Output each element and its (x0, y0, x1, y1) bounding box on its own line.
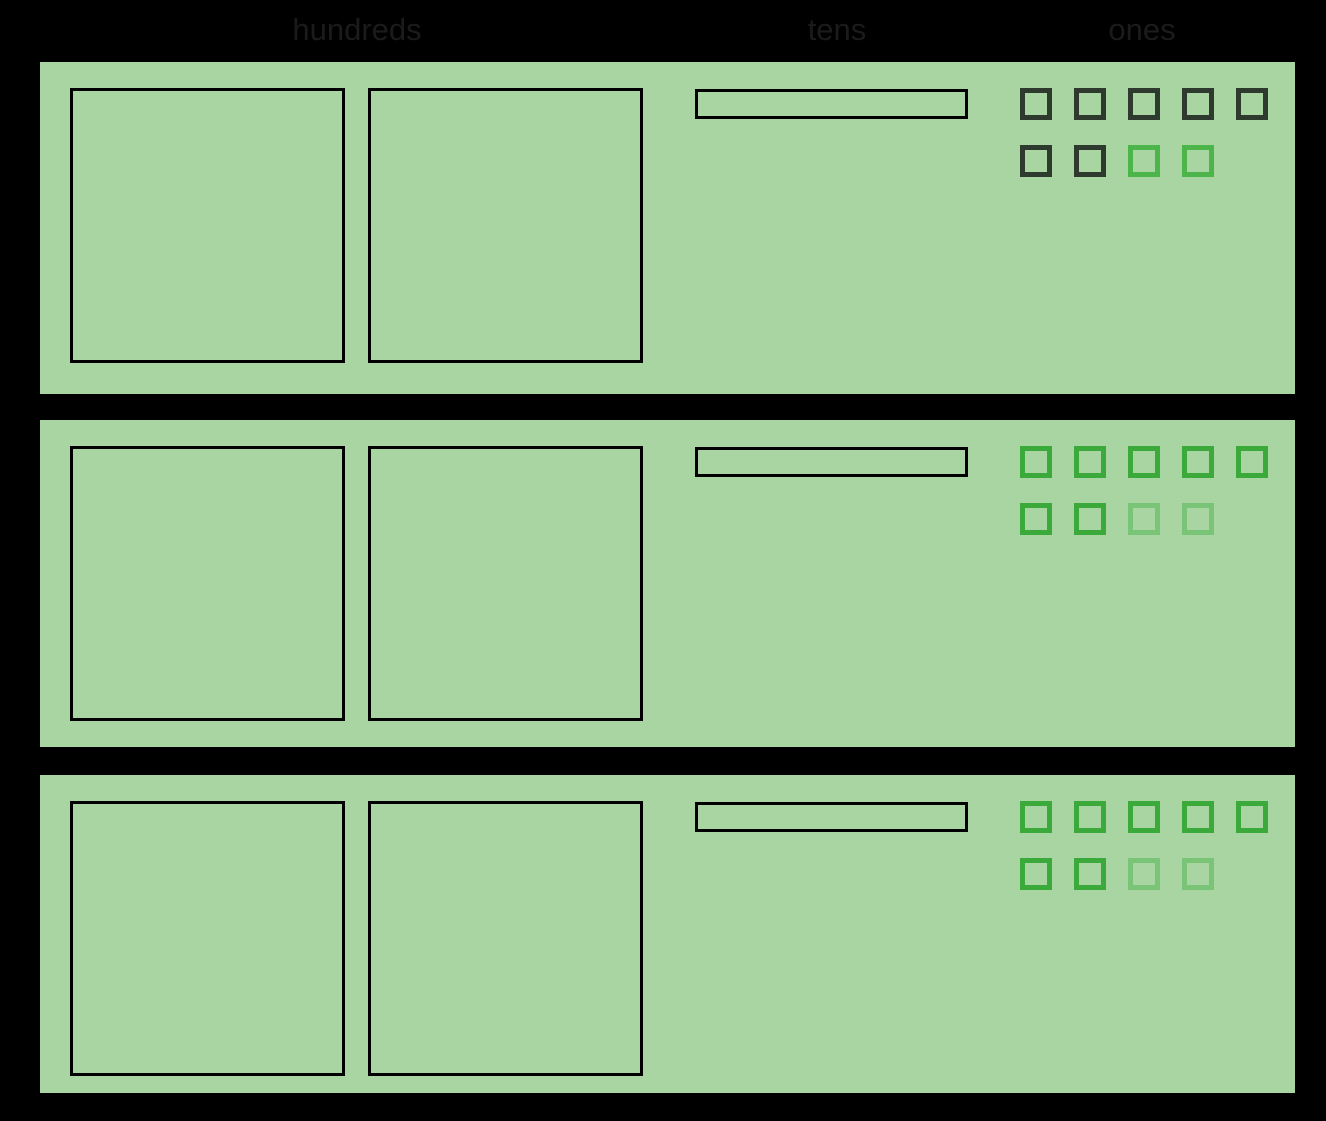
place-value-row-3 (40, 775, 1295, 1093)
ones-unit-block-green[interactable] (1128, 801, 1160, 833)
hundreds-flat-block[interactable] (368, 801, 643, 1076)
ones-unit-block-bright-green[interactable] (1182, 145, 1214, 177)
ones-unit-block-light-green[interactable] (1182, 858, 1214, 890)
ones-unit-block-dark[interactable] (1020, 88, 1052, 120)
tens-rod-block[interactable] (695, 89, 968, 119)
ones-unit-block-dark[interactable] (1236, 88, 1268, 120)
ones-unit-block-light-green[interactable] (1128, 858, 1160, 890)
tens-rod-block[interactable] (695, 802, 968, 832)
ones-unit-block-green[interactable] (1236, 446, 1268, 478)
ones-unit-block-dark[interactable] (1182, 88, 1214, 120)
tens-rod-block[interactable] (695, 447, 968, 477)
hundreds-flat-block[interactable] (368, 446, 643, 721)
ones-unit-block-light-green[interactable] (1128, 503, 1160, 535)
ones-unit-block-dark[interactable] (1074, 145, 1106, 177)
place-value-row-1 (40, 62, 1295, 394)
ones-unit-block-green[interactable] (1074, 858, 1106, 890)
column-header-ones: ones (1108, 12, 1176, 47)
hundreds-flat-block[interactable] (70, 88, 345, 363)
ones-unit-block-green[interactable] (1020, 503, 1052, 535)
hundreds-flat-block[interactable] (70, 801, 345, 1076)
hundreds-flat-block[interactable] (368, 88, 643, 363)
ones-unit-block-bright-green[interactable] (1128, 145, 1160, 177)
ones-unit-block-dark[interactable] (1074, 88, 1106, 120)
ones-unit-block-green[interactable] (1182, 446, 1214, 478)
column-header-tens: tens (807, 12, 867, 47)
ones-unit-block-dark[interactable] (1020, 145, 1052, 177)
ones-unit-block-green[interactable] (1074, 801, 1106, 833)
ones-unit-block-green[interactable] (1128, 446, 1160, 478)
ones-unit-block-green[interactable] (1020, 801, 1052, 833)
hundreds-flat-block[interactable] (70, 446, 345, 721)
ones-unit-block-green[interactable] (1020, 858, 1052, 890)
ones-unit-block-green[interactable] (1236, 801, 1268, 833)
ones-unit-block-green[interactable] (1074, 503, 1106, 535)
ones-unit-block-green[interactable] (1020, 446, 1052, 478)
place-value-row-2 (40, 420, 1295, 747)
ones-unit-block-green[interactable] (1182, 801, 1214, 833)
ones-unit-block-dark[interactable] (1128, 88, 1160, 120)
ones-unit-block-green[interactable] (1074, 446, 1106, 478)
ones-unit-block-light-green[interactable] (1182, 503, 1214, 535)
column-header-hundreds: hundreds (292, 12, 422, 47)
